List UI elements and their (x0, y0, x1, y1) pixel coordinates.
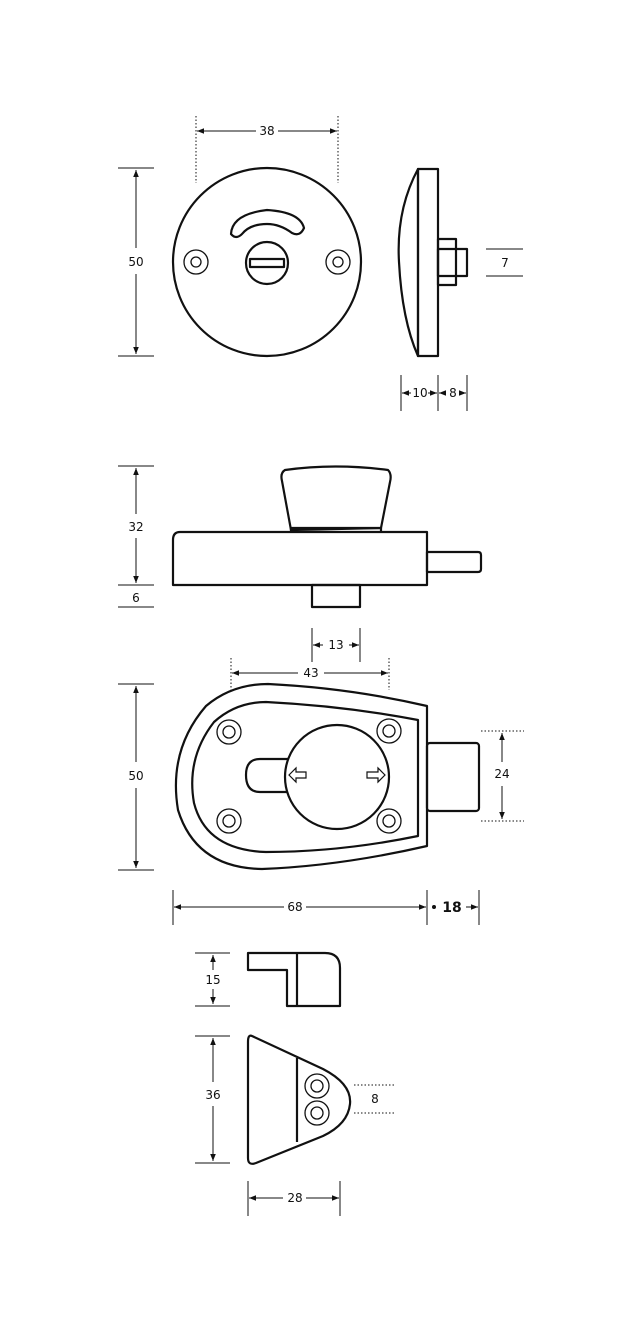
indicator-plate-front-view: 38 50 (118, 116, 363, 358)
keeper-screw-top-head (310, 1079, 324, 1093)
dim-body-front-height: 50 (128, 769, 143, 783)
spindle-collar (436, 237, 458, 287)
dim-depth-b: 8 (449, 386, 457, 400)
emergency-release-knob (244, 240, 290, 286)
lock-body-outline (174, 682, 429, 871)
bottom-tab (310, 583, 362, 609)
dim-bolt-throw: 18 (442, 900, 461, 916)
lock-body-profile (171, 530, 429, 587)
lock-body-inner-outline (191, 700, 420, 854)
dim-body-length: 68 (287, 900, 302, 914)
keeper-front-view: 36 8 28 (195, 1034, 396, 1216)
bolt-front (425, 741, 481, 813)
dim-keeper-width: 28 (287, 1191, 302, 1205)
arrow-right-icon (366, 766, 386, 784)
screw-top-left-head (222, 725, 236, 739)
dim-keeper-height: 15 (205, 973, 220, 987)
plate-side-body (416, 167, 440, 358)
screw-left-head (190, 256, 202, 268)
release-slot (248, 257, 286, 269)
screw-bottom-left-head (222, 814, 236, 828)
screw-right-head (332, 256, 344, 268)
lock-body-side-view: 32 6 13 (118, 465, 483, 662)
turn-disc (283, 723, 391, 831)
keeper-front-outline (246, 1034, 352, 1165)
dim-depth-a: 10 (412, 386, 427, 400)
dim-spindle: 7 (501, 256, 509, 270)
dim-screw-spacing: 43 (303, 666, 318, 680)
keeper-side-view: 15 (195, 951, 342, 1008)
dim-body-height: 32 (128, 520, 143, 534)
bolt-side (425, 550, 483, 574)
keeper-side-profile (246, 951, 342, 1008)
dim-plate-width: 38 (259, 124, 274, 138)
indicator-plate-outline (171, 166, 363, 358)
screw-top-right-head (382, 724, 396, 738)
dim-dot (432, 905, 436, 909)
bolt-slot (244, 757, 298, 794)
dim-hole-spacing: 8 (371, 1092, 379, 1106)
lock-body-front-view: 43 50 24 68 18 (118, 658, 524, 925)
spindle (436, 247, 469, 278)
screw-bottom-right-head (382, 814, 396, 828)
dim-plate-height: 50 (128, 255, 143, 269)
indicator-plate-side-view: 7 10 8 (397, 167, 523, 411)
dim-bolt-height: 24 (494, 767, 509, 781)
dim-tab-width: 13 (328, 638, 343, 652)
turn-knob (280, 465, 392, 532)
plate-side-dome (397, 167, 420, 358)
indicator-window (229, 208, 306, 239)
dim-tab-offset: 6 (132, 591, 140, 605)
keeper-screw-bottom-head (310, 1106, 324, 1120)
dim-keeper-front-height: 36 (205, 1088, 220, 1102)
arrow-left-icon (288, 766, 307, 784)
